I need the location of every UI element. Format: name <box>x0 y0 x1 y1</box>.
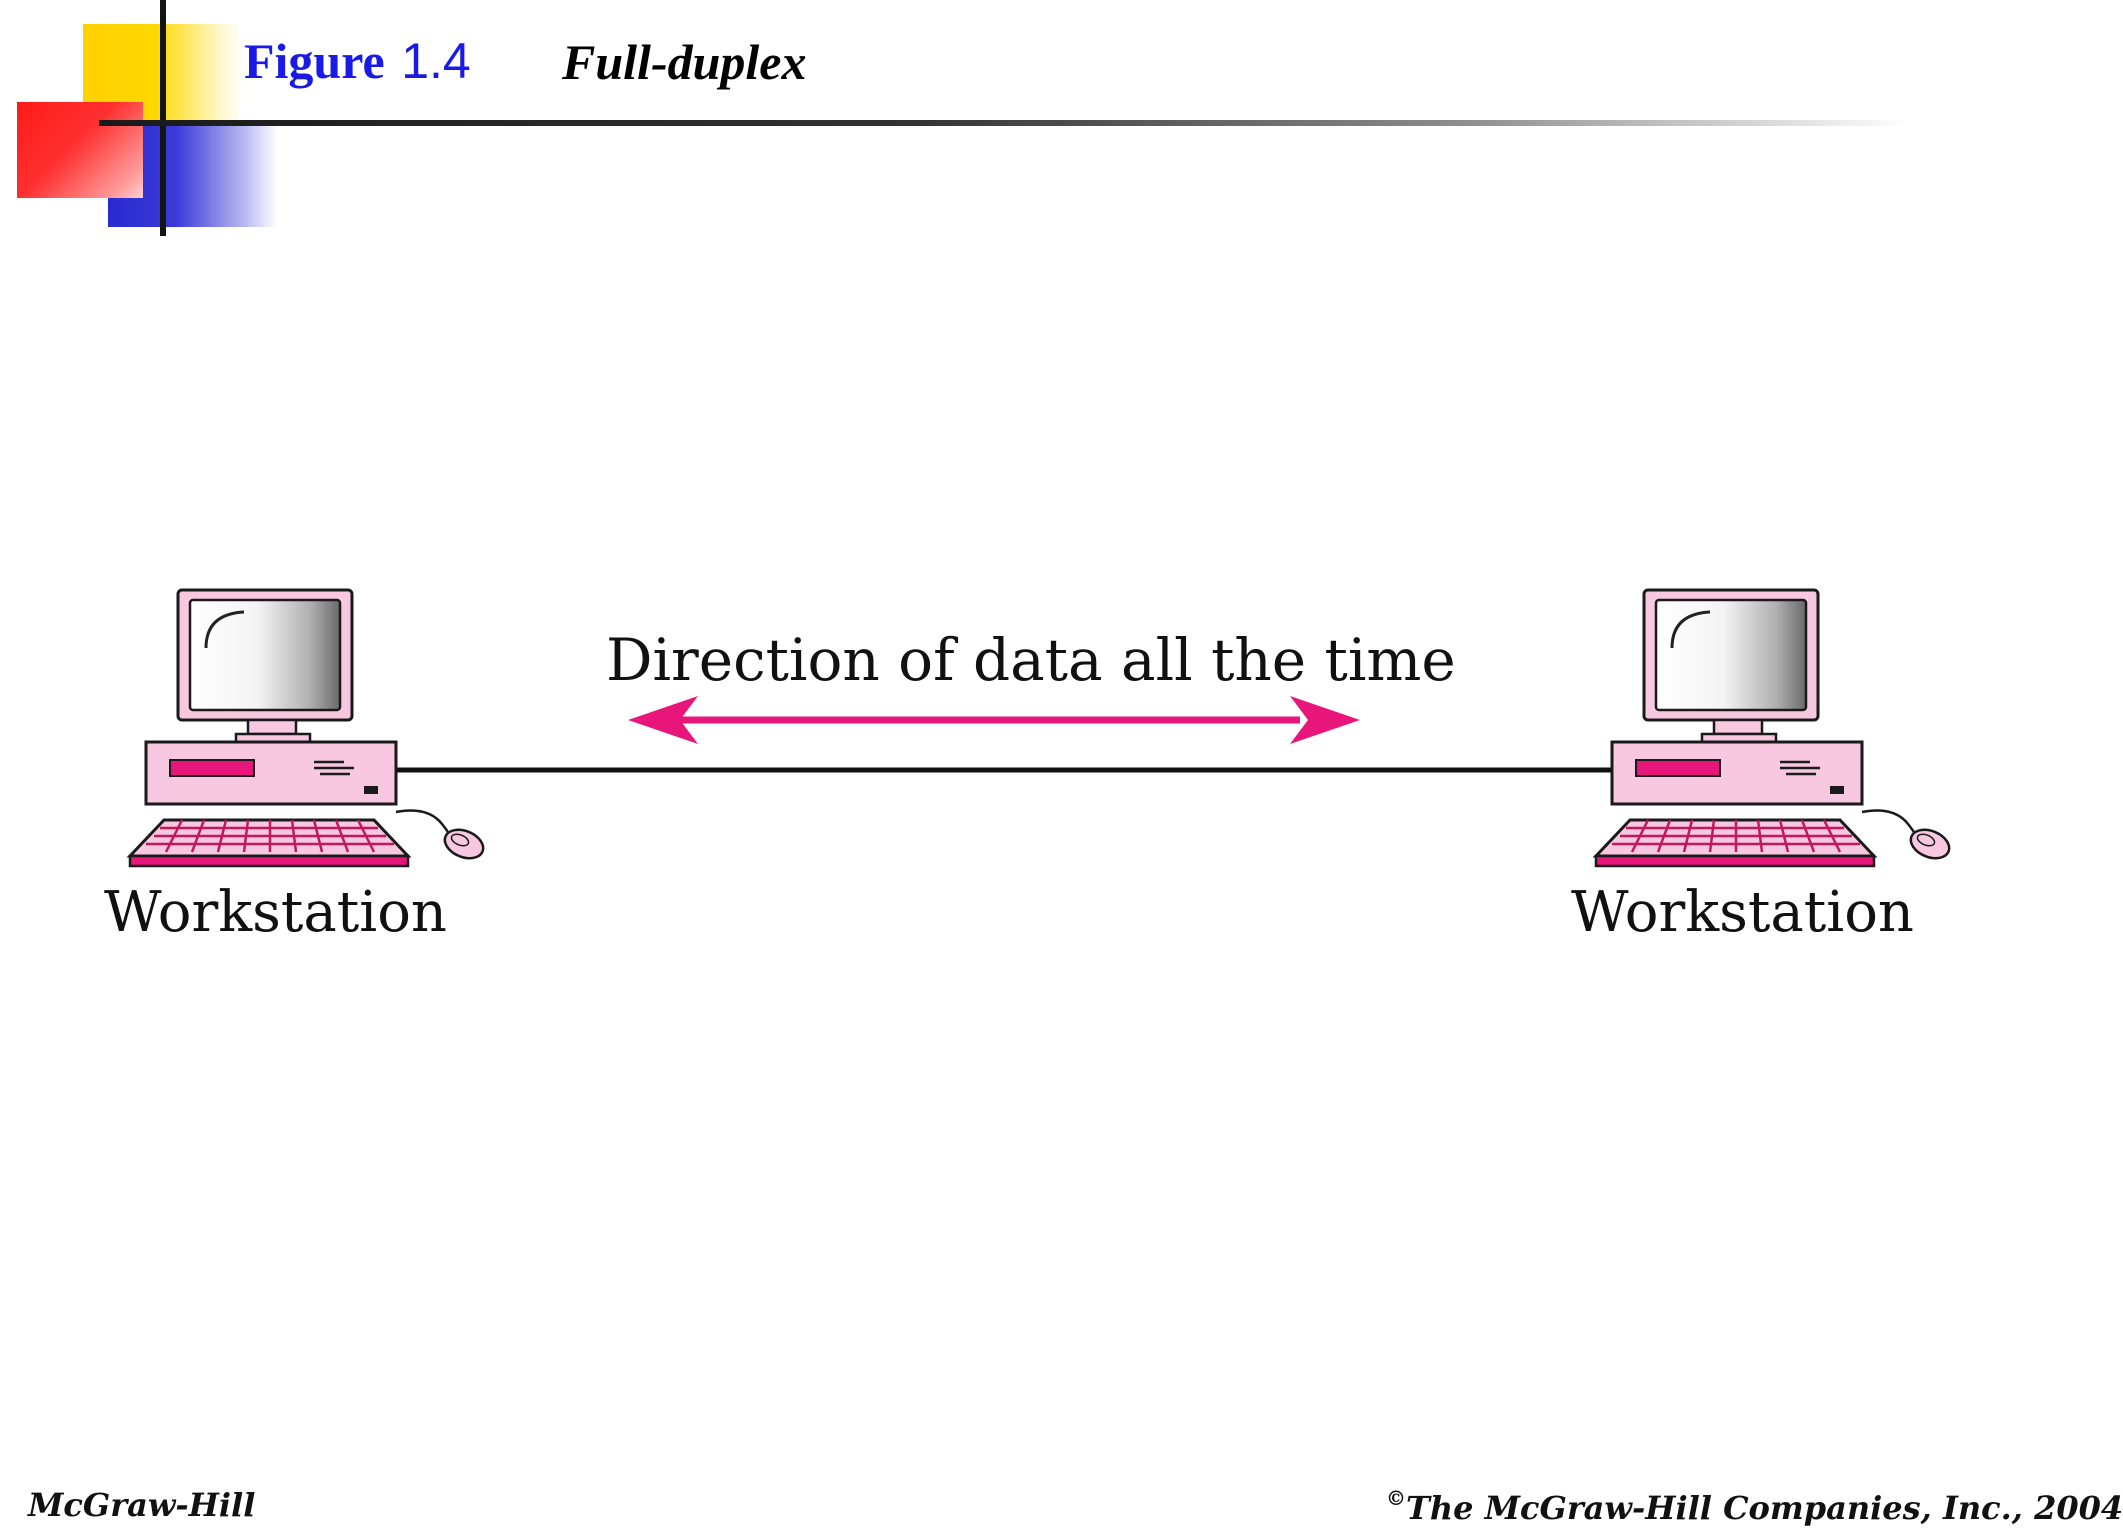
header-rule <box>99 120 1909 126</box>
copyright-symbol: © <box>1386 1486 1406 1510</box>
decor-vertical-line <box>160 0 166 236</box>
workstation-label-left: Workstation <box>104 880 447 945</box>
copyright-text: The McGraw-Hill Companies, Inc., 2004 <box>1406 1489 2123 1527</box>
decor-red-block <box>17 102 143 198</box>
full-duplex-diagram <box>128 588 1955 868</box>
workstation-label-right: Workstation <box>1571 880 1914 945</box>
direction-label: Direction of data all the time <box>606 626 1456 694</box>
slide-title: Full-duplex <box>562 34 807 90</box>
figure-number: 1.4 <box>401 33 471 89</box>
footer-copyright: ©The McGraw-Hill Companies, Inc., 2004 <box>1386 1486 2123 1527</box>
figure-label-text: Figure <box>244 33 385 89</box>
workstation-icon <box>1594 588 1955 868</box>
double-arrow-icon <box>628 696 1360 744</box>
footer-publisher: McGraw-Hill <box>28 1486 256 1524</box>
figure-label: Figure 1.4 <box>244 32 471 90</box>
workstation-icon <box>128 588 489 868</box>
slide: Figure 1.4 Full-duplex <box>17 0 2123 1527</box>
